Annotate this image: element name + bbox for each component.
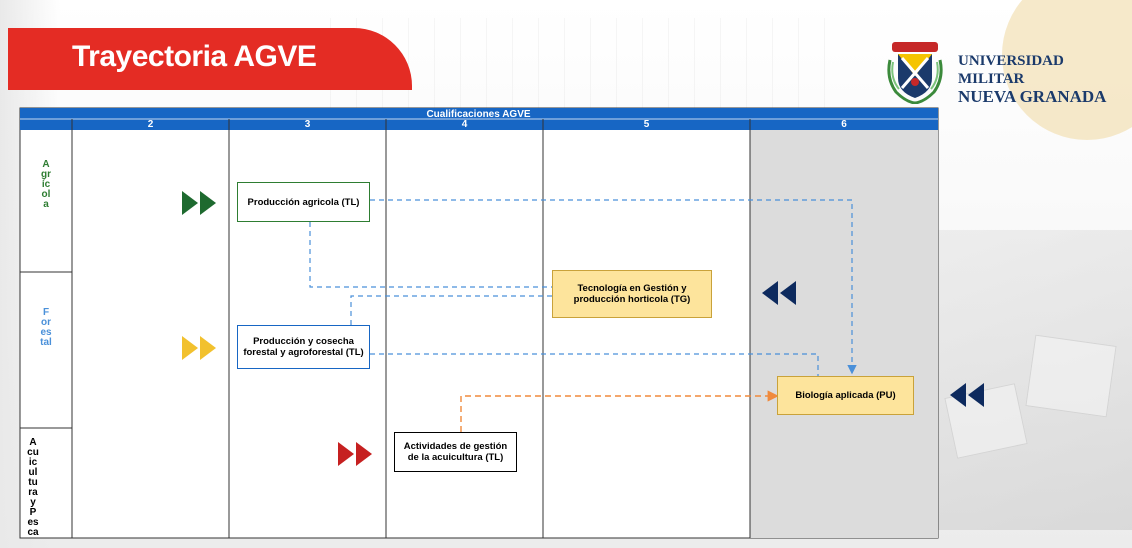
level-2-header: 2 [147, 119, 154, 130]
row-label-acuicultura: Acuicultura y Pesca [27, 437, 39, 538]
acuicultura-chevron-icon [338, 442, 372, 466]
box-acuicultura: Actividades de gestión de la acuicultura… [394, 432, 517, 472]
level-6-header: 6 [841, 119, 847, 130]
biologia-back-chevron-icon [950, 383, 984, 407]
connector-tecnologia-forestal [350, 295, 552, 325]
box-produccion-forestal: Producción y cosecha forestal y agrofore… [237, 325, 370, 369]
row-label-agricola: Agrícola [41, 159, 51, 210]
row-label-forestal: Forestal [40, 307, 52, 348]
box-tecnologia-horticola: Tecnología en Gestión y producción horti… [552, 270, 712, 318]
background-grid-decoration [330, 18, 850, 108]
header-levels-bar [20, 119, 938, 130]
university-name: UNIVERSIDAD MILITAR NUEVA GRANADA [958, 52, 1132, 106]
agricola-chevron-icon [182, 191, 216, 215]
title-banner [8, 28, 412, 90]
forestal-chevron-icon [182, 336, 216, 360]
tecnologia-back-chevron-icon [762, 281, 796, 305]
table-header-title: Cualificaciones AGVE [426, 109, 531, 120]
university-seal-icon [887, 42, 943, 104]
university-name-line2: NUEVA GRANADA [958, 87, 1107, 106]
level-6-shaded-column [750, 130, 938, 538]
level-5-header: 5 [643, 119, 650, 130]
connector-acuicultura-biologia [460, 390, 779, 432]
level-4-header: 4 [461, 119, 468, 130]
connector-forestal-biologia [370, 353, 819, 376]
connector-agricola-biologia [370, 199, 857, 375]
box-produccion-agricola: Producción agricola (TL) [237, 182, 370, 222]
university-name-line1: UNIVERSIDAD MILITAR [958, 53, 1064, 87]
level-3-header: 3 [304, 119, 311, 130]
header-title-bar [20, 108, 938, 119]
connector-agricola-tecnologia [309, 222, 552, 288]
box-biologia-aplicada: Biología aplicada (PU) [777, 376, 914, 415]
slide-title: Trayectoria AGVE [72, 40, 317, 73]
